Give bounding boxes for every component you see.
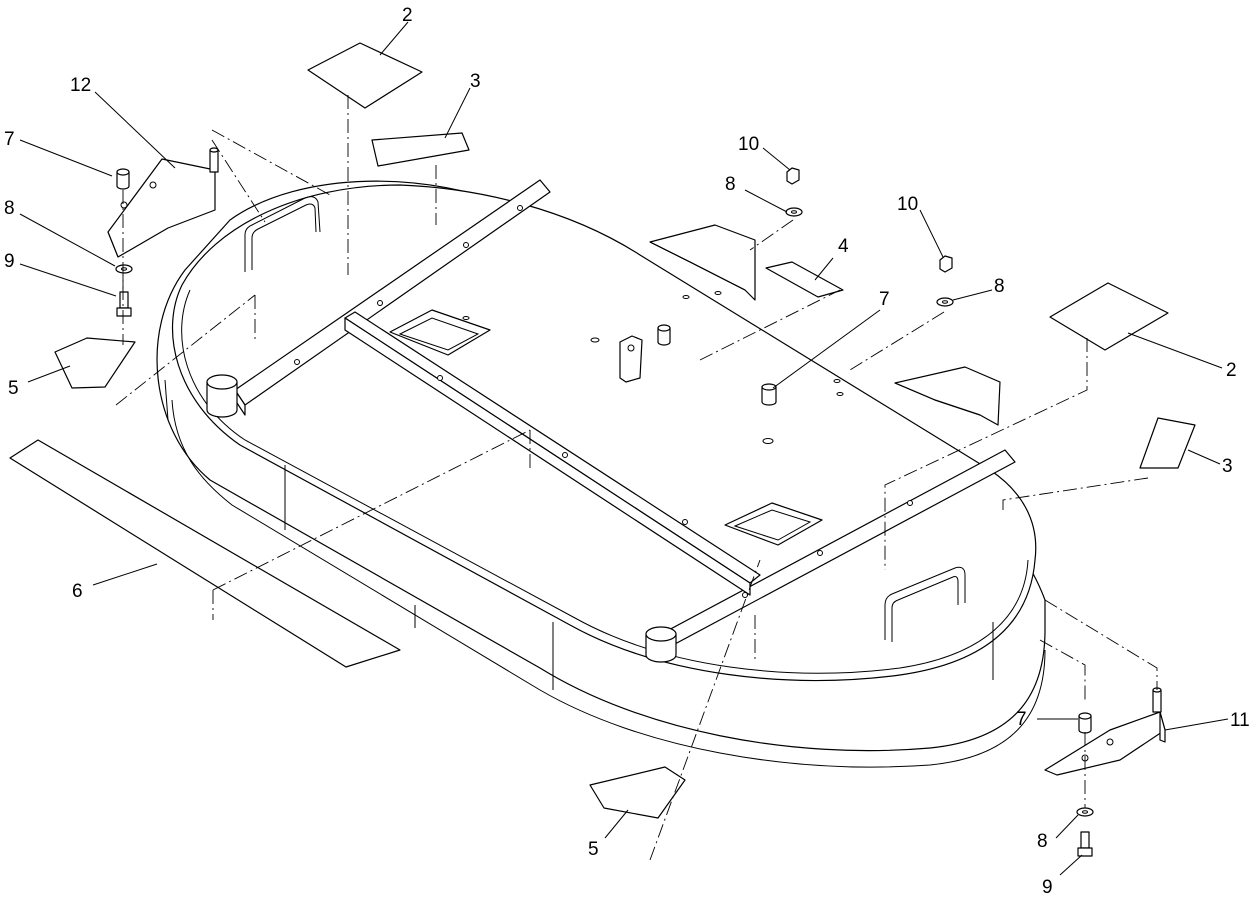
callout-3-top: 3	[470, 71, 481, 92]
callout-3-right: 3	[1222, 456, 1233, 477]
callout-12: 12	[70, 75, 91, 96]
callout-10-a: 10	[738, 134, 759, 155]
callout-2-right: 2	[1226, 360, 1237, 381]
nut-10-b	[939, 255, 953, 273]
decal-3-top	[371, 132, 470, 167]
decal-2-top	[307, 42, 423, 109]
callout-8-b: 8	[994, 276, 1005, 297]
callout-7-left: 7	[4, 129, 15, 150]
bolt-9-left	[116, 291, 132, 317]
skirt-strip-6	[9, 439, 401, 668]
callout-7-right: 7	[1016, 709, 1027, 730]
callout-labels: 2 3 12 7 8 9 5 6 10 8 10 8 4 7 2 3 7 11 …	[4, 5, 1250, 898]
bracket-11	[1044, 687, 1166, 776]
assembly-center-lines	[115, 95, 1158, 861]
decal-5-left	[54, 337, 136, 389]
mower-deck-housing	[156, 179, 1046, 768]
decal-4	[765, 261, 844, 298]
decal-2-right	[1049, 282, 1169, 351]
callout-8-left: 8	[4, 198, 15, 219]
mounting-bracket-12	[107, 147, 219, 258]
callout-8-right: 8	[1037, 831, 1048, 852]
bolt-9-right	[1077, 831, 1093, 857]
callout-9-right: 9	[1042, 877, 1053, 898]
callout-6: 6	[72, 581, 83, 602]
decal-3-right	[1139, 417, 1196, 469]
decal-5-bottom	[589, 766, 686, 819]
callout-leaders	[19, 21, 1229, 876]
spacer-7-right	[1078, 712, 1092, 734]
callout-5-bottom: 5	[588, 839, 599, 860]
callout-9-left: 9	[4, 251, 15, 272]
callout-4: 4	[838, 236, 849, 257]
spacer-7-left	[116, 168, 130, 190]
callout-2-top: 2	[402, 5, 413, 26]
callout-7-center: 7	[879, 289, 890, 310]
callout-8-a: 8	[725, 174, 736, 195]
callout-11: 11	[1230, 710, 1250, 731]
callout-5-left: 5	[8, 378, 19, 399]
nut-10-a	[786, 167, 800, 185]
callout-10-b: 10	[897, 194, 918, 215]
